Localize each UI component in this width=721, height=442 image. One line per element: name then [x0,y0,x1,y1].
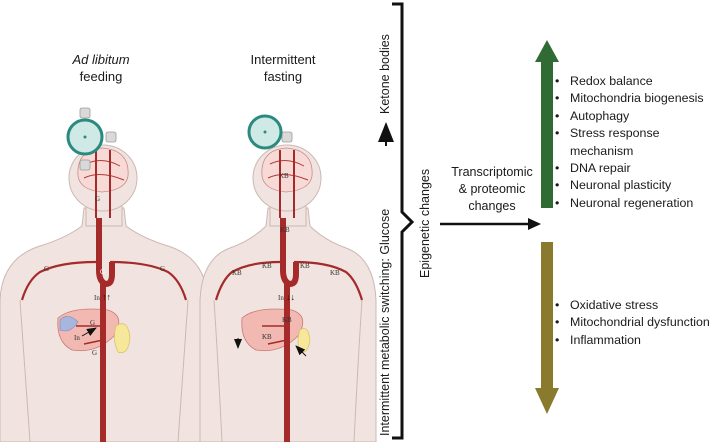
intermittent-line2: fasting [263,69,303,84]
list-item: Inflammation [555,332,710,350]
plate-fasting [247,114,293,150]
insulin-label-fasting: In [278,294,284,302]
metabolic-switch-label: Intermittent metabolic switching: Glucos… [378,208,392,436]
ketone-label-chest-right: KB [300,262,310,270]
upregulated-list: Redox balance Mitochondria biogenesis Au… [555,73,721,213]
body-figure-ad-libitum: G G G G In ↑↑ G In G [0,144,209,442]
ad-libitum-italic: Ad libitum [72,52,130,67]
body-figure-intermittent-fasting: KB KB KB KB KB KB In ↓↓ KB KB [199,144,377,442]
bracket-brace [392,2,415,440]
ketone-label-arm-right: KB [330,269,340,277]
ketone-label-aorta: KB [282,316,292,324]
glucose-label-aorta: G [100,268,105,276]
glucose-label-arm-right: G [160,265,165,273]
insulin-label-liver: In [74,334,80,342]
plate-full-meals [66,107,117,171]
ad-libitum-feeding: feeding [79,69,123,84]
ketone-label-brain: KB [279,172,289,180]
ad-libitum-title: Ad libitum feeding [56,51,146,85]
insulin-up-arrows: ↑↑ [102,292,111,302]
transcriptomic-label: Transcriptomic & proteomic changes [440,164,544,215]
glucose-label-brain: G [95,195,100,203]
list-item: Mitochondrial dysfunction [555,314,710,332]
ketone-label-neck: KB [280,226,290,234]
list-item: Neuronal regeneration [555,195,721,213]
list-item: Neuronal plasticity [555,177,721,195]
ketone-label-arm-left: KB [232,269,242,277]
center-line2: & proteomic [458,182,526,196]
list-item: Mitochondria biogenesis [555,90,721,108]
downregulation-arrow [535,242,559,414]
list-item: Oxidative stress [555,297,710,315]
ketone-bodies-label: Ketone bodies [378,34,392,114]
intermittent-fasting-title: Intermittent fasting [238,51,328,85]
glucose-label-liver: G [90,319,95,327]
insulin-down-arrows: ↓↓ [286,292,295,302]
list-item: Autophagy [555,108,721,126]
glucose-label-arm-left: G [44,265,49,273]
upregulation-arrow [535,40,559,208]
insulin-label: In [94,294,100,302]
glucose-label-lower: G [92,349,97,357]
list-item: Redox balance [555,73,721,91]
list-item: Stress response mechanism [555,125,721,160]
center-line3: changes [468,199,516,213]
epigenetic-changes-label: Epigenetic changes [418,168,432,278]
intermittent-line1: Intermittent [250,52,316,67]
ketone-label-liver: KB [262,333,272,341]
list-item: DNA repair [555,160,721,178]
ketone-label-chest-left: KB [262,262,272,270]
center-line1: Transcriptomic [451,165,533,179]
downregulated-list: Oxidative stress Mitochondrial dysfuncti… [555,297,710,350]
